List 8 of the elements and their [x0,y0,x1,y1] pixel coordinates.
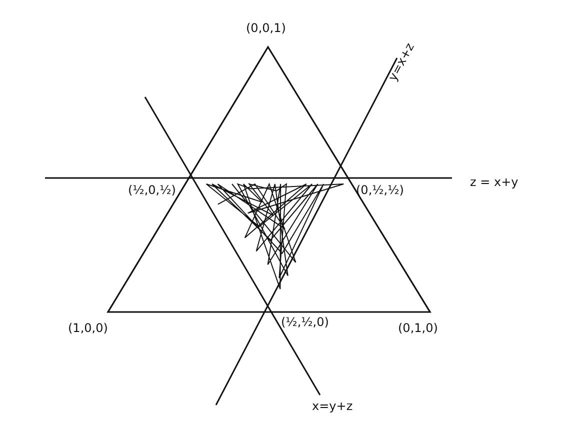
coordinate-label: (0,1,0) [398,322,438,336]
equation-label: z = x+y [470,176,518,190]
coordinate-label: (1,0,0) [68,322,108,336]
coordinate-label: (½,½,0) [281,316,329,330]
coordinate-label: (0,½,½) [356,184,404,198]
coordinate-label: (0,0,1) [246,22,286,36]
equation-label: x=y+z [312,400,353,414]
coordinate-label: (½,0,½) [128,184,176,198]
